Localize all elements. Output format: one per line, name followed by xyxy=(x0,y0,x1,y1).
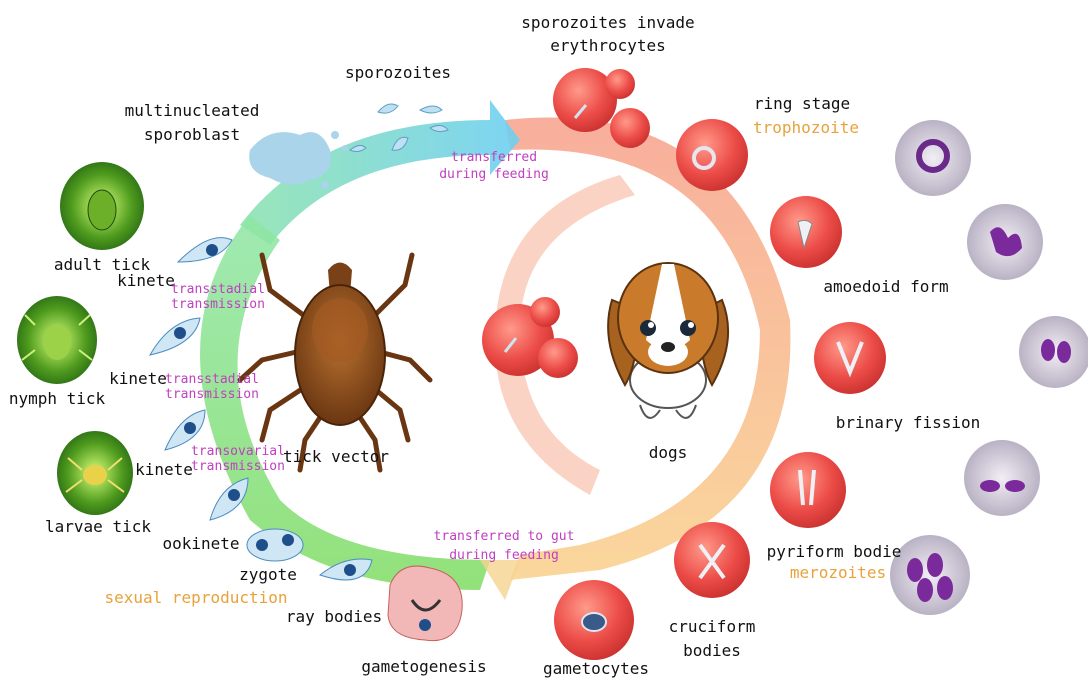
blood-smear-images xyxy=(890,120,1088,615)
label-transferred-gut-1: transferred to gut xyxy=(434,529,575,544)
smear-pyriform-icon xyxy=(964,440,1040,516)
label-merozoites: merozoites xyxy=(790,563,886,582)
label-cruciform-1: cruciform xyxy=(669,617,756,636)
label-transovarial-a: transovarial xyxy=(191,444,285,459)
label-kinete-1: kinete xyxy=(117,271,175,290)
label-sporozoites-invade-1: sporozoites invade xyxy=(521,13,694,32)
cruciform-rbc xyxy=(674,522,750,598)
label-tick-vector: tick vector xyxy=(283,447,389,466)
label-trophozoite: trophozoite xyxy=(753,118,859,137)
label-sexual-reproduction: sexual reproduction xyxy=(104,588,287,607)
label-transstadial-2a: transstadial xyxy=(165,372,259,387)
label-sporoblast-1: multinucleated xyxy=(125,101,260,120)
tick-vector-icon xyxy=(240,255,430,470)
label-kinete-3: kinete xyxy=(135,460,193,479)
label-dogs: dogs xyxy=(649,443,688,462)
label-larvae-tick: larvae tick xyxy=(45,517,151,536)
larvae-tick-icon xyxy=(57,431,133,515)
label-amoedoid: amoedoid form xyxy=(823,277,948,296)
ring-stage-rbc xyxy=(676,119,748,191)
label-transferred-feeding-2: during feeding xyxy=(439,167,549,182)
label-transstadial-1a: transstadial xyxy=(171,282,265,297)
amoeboid-rbc xyxy=(770,196,842,268)
smear-merozoite-icon xyxy=(890,535,970,615)
label-transstadial-2b: transmission xyxy=(165,387,259,402)
label-kinete-2: kinete xyxy=(109,369,167,388)
smear-ring-stage-icon xyxy=(895,120,971,196)
binary-fission-rbc xyxy=(814,322,886,394)
tick-photos xyxy=(17,162,144,515)
smear-amoeboid-icon xyxy=(967,204,1043,280)
label-pyriform: pyriform bodie xyxy=(767,542,902,561)
smear-binary-fission-icon xyxy=(1019,316,1088,388)
pyriform-rbc xyxy=(770,452,846,528)
label-ookinete: ookinete xyxy=(162,534,239,553)
label-gametocytes: gametocytes xyxy=(543,659,649,678)
gut-to-gametocyte-arrow xyxy=(480,560,520,600)
label-transferred-feeding-1: transferred xyxy=(451,150,537,165)
label-sporozoites: sporozoites xyxy=(345,63,451,82)
beagle-puppy-icon xyxy=(608,263,728,418)
label-transferred-gut-2: during feeding xyxy=(449,548,559,563)
label-zygote: zygote xyxy=(239,565,297,584)
label-sporozoites-invade-2: erythrocytes xyxy=(550,36,666,55)
adult-tick-icon xyxy=(60,162,144,250)
label-transstadial-1b: transmission xyxy=(171,297,265,312)
label-transovarial-b: transmission xyxy=(191,459,285,474)
label-ray-bodies: ray bodies xyxy=(286,607,382,626)
label-gametogenesis: gametogenesis xyxy=(361,657,486,676)
ookinete-cell xyxy=(210,478,248,520)
nymph-tick-icon xyxy=(17,296,97,384)
invading-rbc-cluster-left xyxy=(482,297,578,378)
label-brinary-fission: brinary fission xyxy=(836,413,981,432)
gametocyte-rbc xyxy=(554,580,634,660)
label-cruciform-2: bodies xyxy=(683,641,741,660)
gametogenesis-cell xyxy=(388,566,462,641)
label-sporoblast-2: sporoblast xyxy=(144,125,240,144)
label-nymph-tick: nymph tick xyxy=(9,389,106,408)
kinete-cell-2 xyxy=(150,318,200,355)
label-ring-stage: ring stage xyxy=(754,94,850,113)
zygote-cell xyxy=(247,529,303,561)
